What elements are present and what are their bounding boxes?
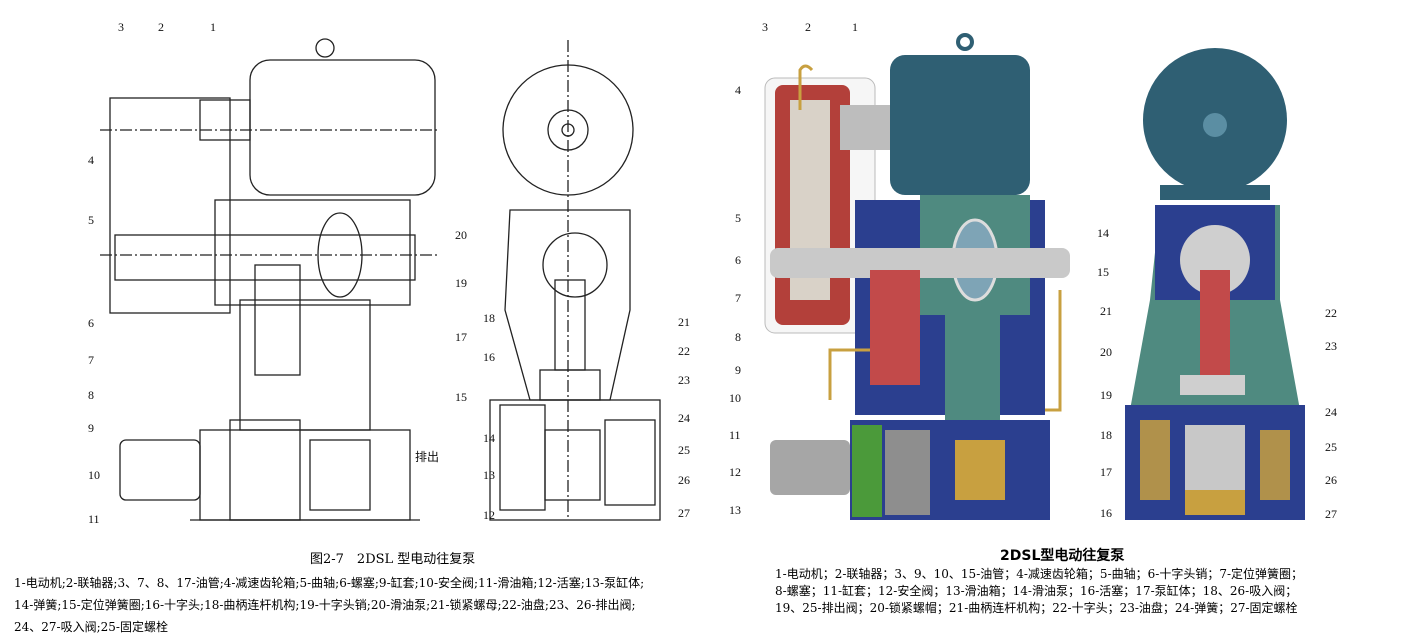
callout-number: 13 (483, 468, 495, 482)
callout-number: 5 (735, 211, 741, 225)
callout-number: 18 (483, 311, 495, 325)
legend-line: 1-电动机;2-联轴器;3、7、8、17-油管;4-减速齿轮箱;5-曲轴;6-螺… (14, 576, 645, 590)
callout-number: 19 (1100, 388, 1112, 402)
callout-number: 16 (483, 350, 495, 364)
callout-number: 21 (1100, 304, 1112, 318)
callout-number: 2 (805, 20, 811, 34)
callout-number: 24 (678, 411, 690, 425)
callout-number: 8 (88, 388, 94, 402)
callout-number: 9 (735, 363, 741, 377)
callout-number: 26 (1325, 473, 1337, 487)
callout-number: 23 (678, 373, 690, 387)
callout-number: 4 (88, 153, 94, 167)
callout-number: 7 (88, 353, 94, 367)
callout-number: 18 (1100, 428, 1112, 442)
legend-line: 24、27-吸入阀;25-固定螺栓 (14, 620, 168, 634)
callout-number: 4 (735, 83, 741, 97)
callout-number: 13 (729, 503, 741, 517)
callout-number: 16 (1100, 506, 1112, 520)
callout-number: 20 (455, 228, 467, 242)
callout-number: 3 (762, 20, 768, 34)
callout-number: 10 (88, 468, 100, 482)
callout-number: 26 (678, 473, 690, 487)
discharge-label: 排出 (415, 450, 440, 464)
left-front-view-drawing (489, 40, 661, 521)
callout-number: 17 (1100, 465, 1112, 479)
callout-number: 12 (483, 508, 495, 522)
callout-number: 14 (1097, 226, 1109, 240)
callout-number: 15 (455, 390, 467, 404)
callout-number: 7 (735, 291, 741, 305)
callout-number: 14 (483, 431, 495, 445)
callout-number: 5 (88, 213, 94, 227)
callout-number: 22 (678, 344, 690, 358)
callout-number: 2 (158, 20, 164, 34)
callout-number: 3 (118, 20, 124, 34)
left-figure-legend: 1-电动机;2-联轴器;3、7、8、17-油管;4-减速齿轮箱;5-曲轴;6-螺… (14, 572, 754, 638)
callout-number: 24 (1325, 405, 1337, 419)
left-figure-caption: 图2-7 2DSL 型电动往复泵 (310, 552, 476, 567)
callout-number: 21 (678, 315, 690, 329)
callout-number: 25 (1325, 440, 1337, 454)
right-side-view-render (764, 33, 1070, 520)
callout-number: 6 (88, 316, 94, 330)
callout-number: 8 (735, 330, 741, 344)
callout-number: 11 (729, 428, 741, 442)
callout-number: 23 (1325, 339, 1337, 353)
callout-number: 6 (735, 253, 741, 267)
callout-number: 27 (1325, 507, 1337, 521)
right-front-view-render (1125, 48, 1305, 520)
right-figure-caption: 2DSL型电动往复泵 (1000, 548, 1125, 564)
callout-number: 17 (455, 330, 467, 344)
legend-line: 8-螺塞；11-缸套；12-安全阀；13-滑油箱；14-滑油泵；16-活塞；17… (775, 584, 1298, 598)
legend-line: 19、25-排出阀；20-锁紧螺帽；21-曲柄连杆机构；22-十字头；23-油盘… (775, 601, 1298, 615)
callout-number: 10 (729, 391, 741, 405)
callout-number: 12 (729, 465, 741, 479)
callout-number: 20 (1100, 345, 1112, 359)
callout-number: 19 (455, 276, 467, 290)
callout-number: 15 (1097, 265, 1109, 279)
left-side-view-drawing (100, 38, 440, 521)
callout-number: 27 (678, 506, 690, 520)
callout-number: 9 (88, 421, 94, 435)
right-figure-legend: 1-电动机；2-联轴器；3、9、10、15-油管；4-减速齿轮箱；5-曲轴；6-… (775, 566, 1415, 617)
callout-number: 25 (678, 443, 690, 457)
callout-number: 1 (210, 20, 216, 34)
callout-number: 11 (88, 512, 100, 526)
legend-line: 14-弹簧;15-定位弹簧圈;16-十字头;18-曲柄连杆机构;19-十字头销;… (14, 598, 636, 612)
callout-number: 1 (852, 20, 858, 34)
callout-number: 22 (1325, 306, 1337, 320)
legend-line: 1-电动机；2-联轴器；3、9、10、15-油管；4-减速齿轮箱；5-曲轴；6-… (775, 567, 1304, 581)
